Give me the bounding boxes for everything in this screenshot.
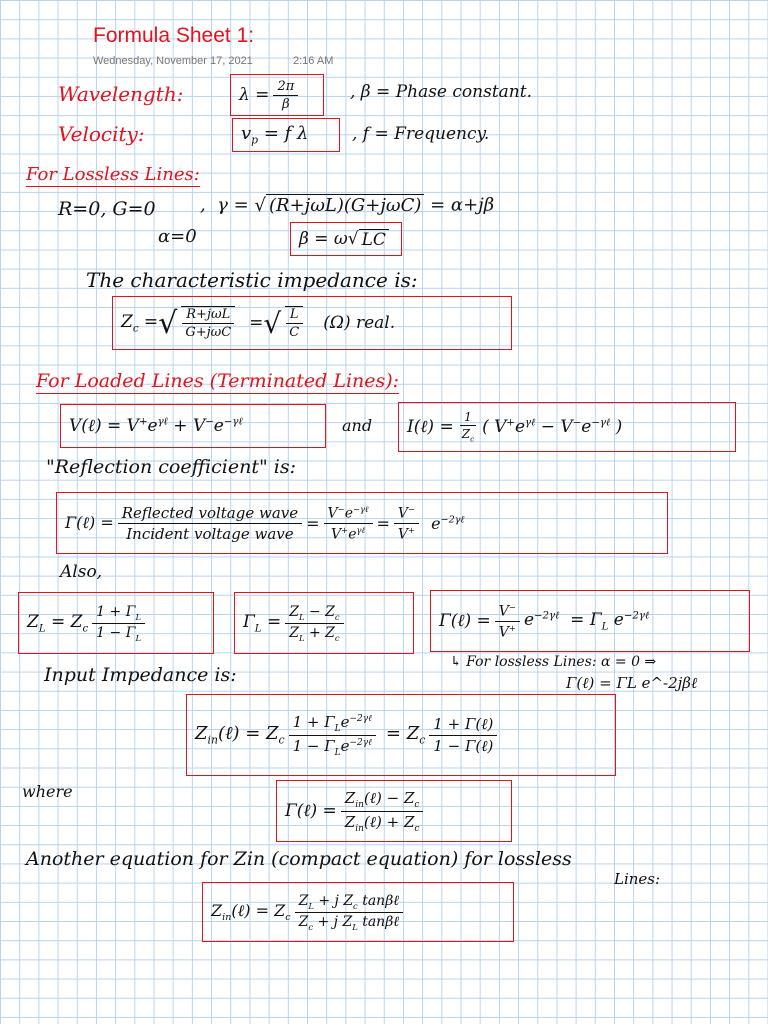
voltage-box: V(ℓ) = V+eγℓ + V−e−γℓ: [60, 404, 326, 448]
lossless-gamma: , γ = √(R+jωL)(G+jωC) = α+jβ: [200, 194, 495, 216]
reflection-coefficient-text: "Reflection coefficient" is:: [46, 456, 296, 478]
and-text: and: [342, 416, 373, 435]
beta-formula-box: β = ω√LC: [290, 222, 402, 256]
velocity-label: Velocity:: [58, 122, 145, 146]
lossless-heading: For Lossless Lines:: [26, 164, 200, 187]
input-impedance-text: Input Impedance is:: [44, 664, 237, 686]
lossless-note-2: Γ(ℓ) = ΓL e^-2jβℓ: [566, 674, 698, 692]
page-title: Formula Sheet 1:: [93, 24, 255, 47]
loaded-heading: For Loaded Lines (Terminated Lines):: [36, 370, 400, 394]
page-date: Wednesday, November 17, 2021: [93, 55, 253, 67]
velocity-note: , f = Frequency.: [352, 124, 490, 144]
also-text: Also,: [60, 562, 103, 582]
velocity-formula-box: vp = f λ: [232, 118, 340, 152]
lossless-cond2: α=0: [158, 226, 197, 247]
wavelength-note: , β = Phase constant.: [350, 82, 532, 102]
gamma-l-ell-box: Γ(ℓ) = V−V+ e−2γℓ = ΓL e−2γℓ: [430, 590, 750, 652]
char-impedance-tail: (Ω) real.: [323, 313, 396, 333]
lossless-cond1: R=0, G=0: [58, 198, 156, 220]
another-equation-text-2: Lines:: [614, 870, 661, 888]
where-text: where: [22, 782, 73, 801]
another-equation-text: Another equation for Zin (compact equati…: [26, 848, 572, 870]
char-impedance-text: The characteristic impedance is:: [86, 268, 418, 292]
wavelength-label: Wavelength:: [58, 82, 184, 106]
lossless-note-1: ↳ For lossless Lines: α = 0 ⇒: [450, 654, 657, 670]
page-time: 2:16 AM: [293, 55, 334, 67]
